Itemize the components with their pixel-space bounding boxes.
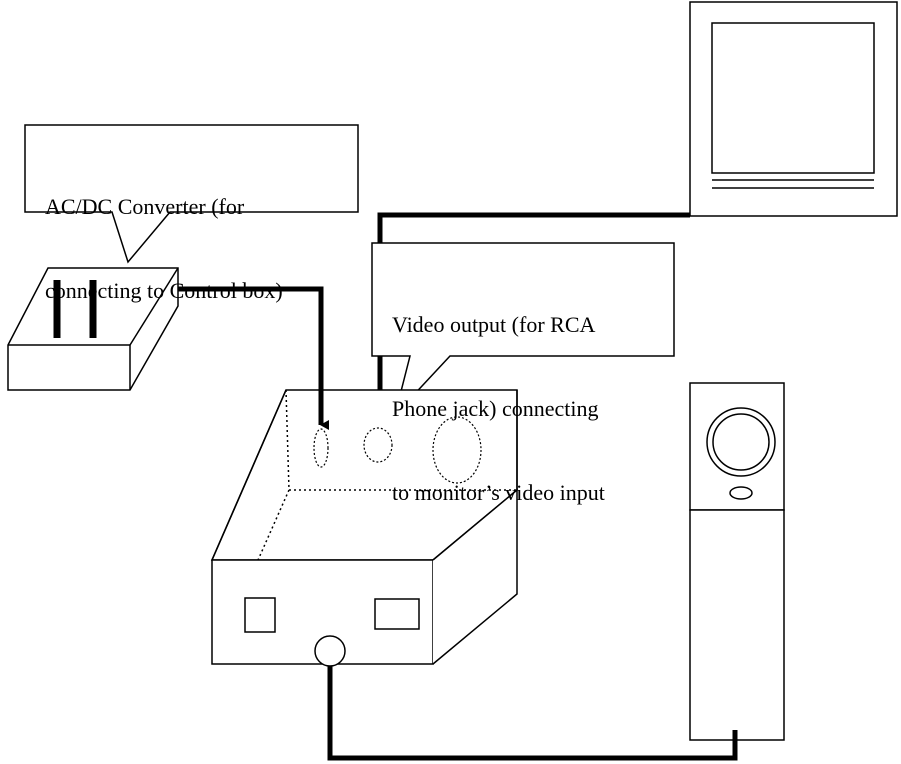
- video-callout-bubble: [371, 242, 675, 416]
- monitor-screen: [711, 22, 875, 174]
- ac-dc-callout-text: AC/DC Converter (for connecting to Contr…: [45, 137, 283, 361]
- video-callout-text: Video output (for RCA Phone jack) connec…: [392, 255, 605, 563]
- camera-cable: [327, 666, 738, 761]
- video-callout-line-2: Phone jack) connecting: [392, 396, 599, 421]
- ac-dc-callout-line-1: AC/DC Converter (for: [45, 194, 245, 219]
- front-switch-left: [244, 597, 276, 633]
- monitor: [689, 1, 898, 217]
- ac-dc-callout-bubble: [24, 124, 359, 264]
- adapter-edge: [129, 267, 179, 346]
- control-box-edge: [211, 389, 287, 561]
- camera-led: [729, 486, 753, 500]
- camera: [689, 382, 785, 741]
- camera-body: [689, 509, 785, 741]
- front-display-right: [374, 598, 420, 630]
- power-cable: [178, 286, 329, 430]
- camera-lens-inner: [712, 413, 770, 471]
- front-camera-jack: [314, 635, 346, 667]
- control-box: [210, 389, 518, 667]
- ac-dc-callout-line-2: connecting to Control box): [45, 278, 283, 303]
- large-port: [432, 416, 482, 484]
- control-box-hidden-edge: [285, 389, 290, 491]
- control-box-side-panel: [432, 488, 518, 665]
- video-callout-line-1: Video output (for RCA: [392, 312, 596, 337]
- video-callout-line-3: to monitor’s video input: [392, 480, 605, 505]
- video-jack: [363, 427, 393, 463]
- ac-dc-converter: [7, 267, 179, 391]
